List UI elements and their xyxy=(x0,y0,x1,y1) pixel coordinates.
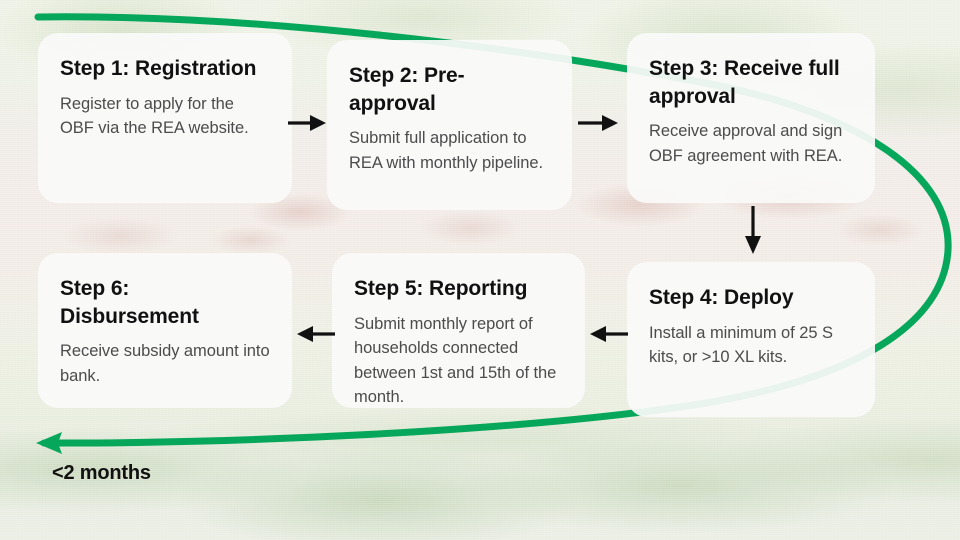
connector-4-to-5-arrow-icon xyxy=(590,326,628,342)
connector-3-to-4-arrow-icon xyxy=(745,206,761,254)
connector-1-to-2-arrow-icon xyxy=(288,115,326,131)
connector-5-to-6-arrow-icon xyxy=(297,326,335,342)
journey-duration-label: <2 months xyxy=(52,462,151,484)
connector-2-to-3-arrow-icon xyxy=(578,115,618,131)
journey-arrowhead-icon xyxy=(36,432,62,454)
